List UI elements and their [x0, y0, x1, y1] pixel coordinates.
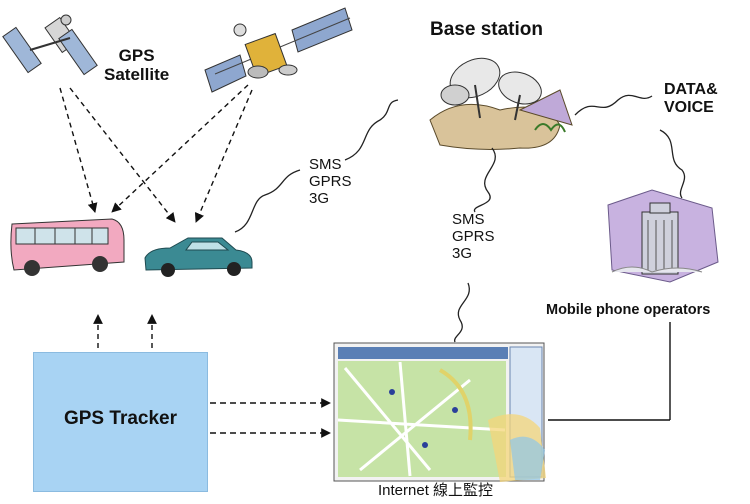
link-label-right: SMS GPRS 3G: [452, 211, 495, 262]
base-station-label: Base station: [430, 19, 543, 40]
gps-satellite-line-2: Satellite: [104, 65, 170, 85]
monitor-map-icon: [333, 342, 546, 482]
gps-satellite-line-1: GPS: [118, 46, 155, 65]
data-voice-line-1: DATA&: [664, 81, 718, 98]
satellite-icon: [2, 14, 98, 76]
link-right-3g: 3G: [452, 244, 473, 262]
link-left-sms: SMS: [309, 156, 342, 173]
wireless-links: [234, 94, 686, 343]
car-icon: [144, 237, 253, 277]
dish-antenna-icon: [429, 57, 573, 150]
operator-link-line: [548, 322, 671, 421]
gps-tracker-box: GPS Tracker: [33, 352, 208, 492]
gps-tracker-label: GPS Tracker: [63, 408, 178, 429]
link-left-3g: 3G: [309, 189, 330, 207]
satellite-icon: [204, 7, 353, 93]
data-voice-label: DATA& VOICE: [664, 81, 718, 117]
link-right-gprs: GPRS: [452, 227, 495, 245]
gps-satellite-label: GPS Satellite: [104, 46, 169, 84]
link-left-gprs: GPRS: [309, 172, 352, 190]
building-icon: [607, 189, 719, 283]
link-right-sms: SMS: [452, 211, 485, 228]
tracker-to-monitor-arrows: [210, 398, 331, 438]
tracker-uplink-arrows: [93, 314, 157, 348]
link-label-left: SMS GPRS 3G: [309, 156, 352, 207]
mobile-operators-label: Mobile phone operators: [546, 302, 711, 318]
bus-icon: [10, 218, 125, 276]
satellite-signal-arrows: [59, 84, 253, 223]
data-voice-line-2: VOICE: [664, 98, 714, 116]
internet-monitor-label: Internet 線上監控: [378, 482, 494, 499]
